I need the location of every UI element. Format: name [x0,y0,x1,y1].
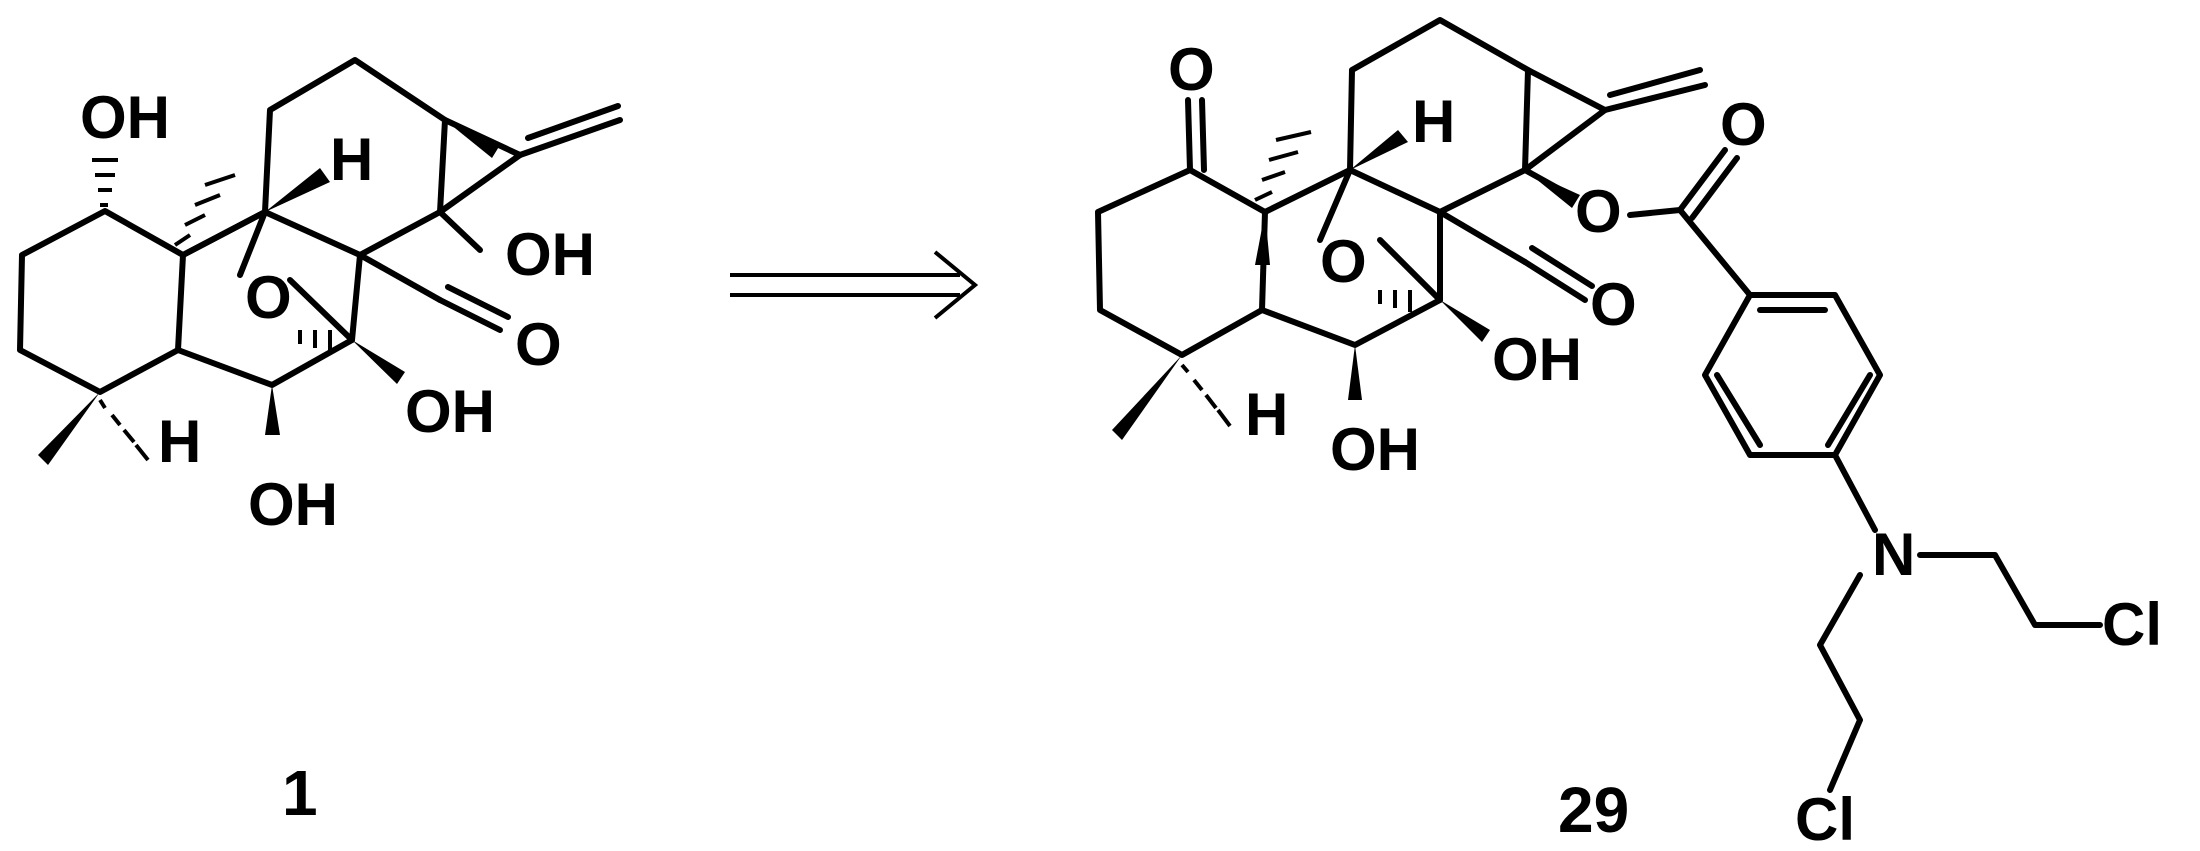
compound-29-chlorine-bottom-label: Cl [1795,786,1855,851]
compound-1-structure: OH OH OH OH O O H H [17,57,623,538]
compound-29-nitrogen-label: N [1872,521,1915,588]
compound-29-carbonyl-oxygen-label: O [1720,91,1767,158]
compound-29-hydroxyl-bottom-label: OH [1330,416,1420,483]
retrosynthetic-arrow [730,250,979,320]
compound-29-structure: O O O O O OH OH H H N Cl Cl [1095,17,2162,851]
compound-1-hydroxyl-right-label: OH [505,221,595,288]
compound-1-number: 1 [282,757,318,829]
compound-1-hydroxyl-bottom-label: OH [248,471,338,538]
compound-29-number: 29 [1558,774,1629,846]
compound-29-h-upper-label: H [1412,88,1455,155]
compound-29-ketone-oxygen-label: O [1168,36,1215,103]
compound-29-ester-oxygen-label: O [1575,178,1622,245]
compound-29-lactone-oxygen-label: O [1590,271,1637,338]
compound-29-chlorine-right-label: Cl [2102,591,2162,658]
compound-1-h-upper-label: H [330,126,373,193]
compound-29-hydroxyl-right-label: OH [1492,326,1582,393]
compound-1-ring-oxygen-label: O [245,264,292,331]
compound-29-h-lower-label: H [1245,381,1288,448]
compound-1-ketone-oxygen-label: O [515,311,562,378]
compound-29-ring-oxygen-label: O [1320,228,1367,295]
compound-1-hydroxyl-top-label: OH [80,84,170,151]
compound-1-h-lower-label: H [158,408,201,475]
compound-1-hydroxyl-mid-label: OH [405,378,495,445]
